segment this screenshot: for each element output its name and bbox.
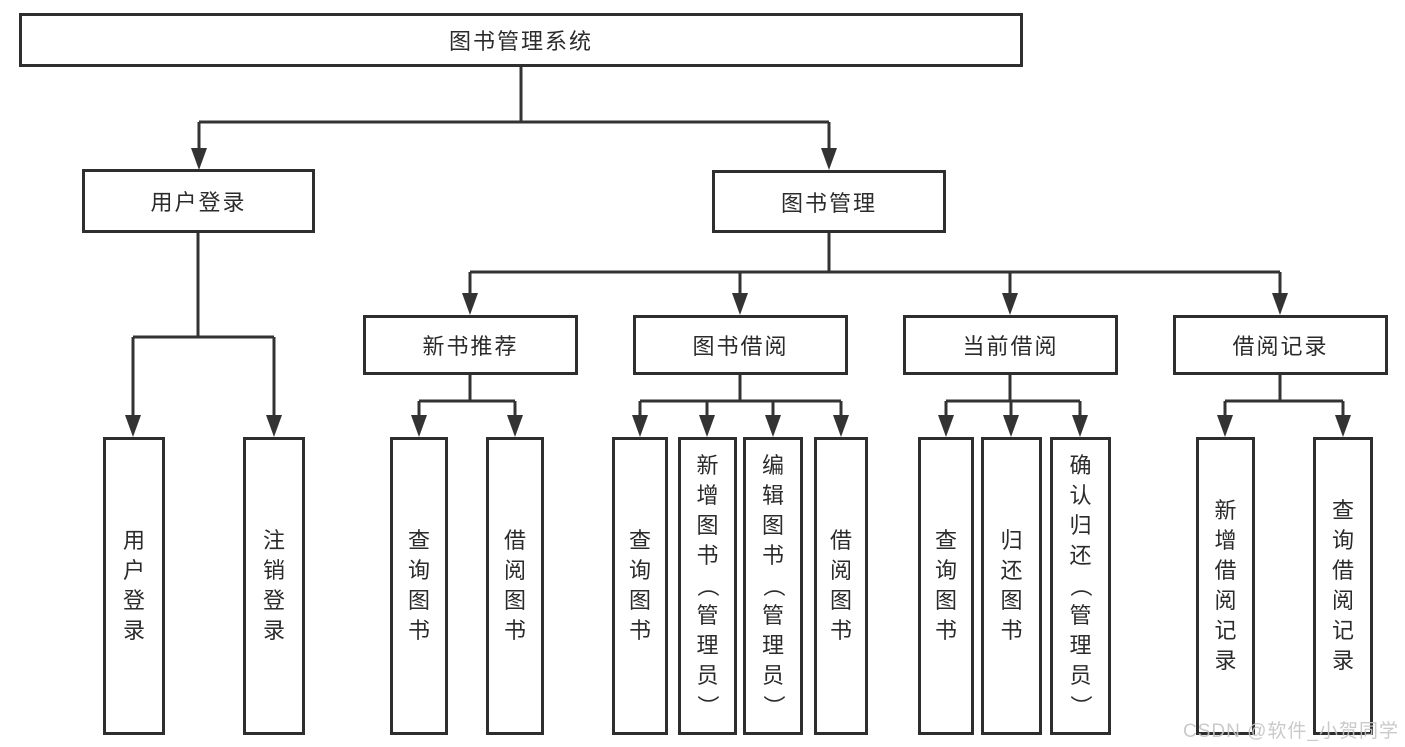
connector-user-login-children — [131, 233, 276, 416]
leaf-query-borrow-record: 查询借阅记录 — [1313, 437, 1373, 735]
node-label: 当前借阅 — [962, 334, 1059, 359]
node-new-book-recommendation: 新书推荐 — [363, 315, 578, 375]
node-label: 借阅记录 — [1232, 334, 1329, 359]
node-current-borrowing: 当前借阅 — [903, 315, 1118, 375]
leaf-confirm-return-admin: 确认归还（管理员） — [1050, 437, 1111, 735]
node-book-borrowing: 图书借阅 — [633, 315, 848, 375]
root-label: 图书管理系统 — [448, 29, 593, 54]
leaf-label: 查询图书 — [934, 528, 957, 643]
arrowheads-leaves — [125, 415, 1351, 437]
root-node: 图书管理系统 — [19, 13, 1023, 67]
connector-book-management-to-level3 — [468, 233, 1282, 294]
leaf-query-books-recommend: 查询图书 — [390, 437, 448, 735]
node-borrowing-records: 借阅记录 — [1173, 315, 1388, 375]
leaf-label: 编辑图书（管理员） — [760, 453, 786, 718]
node-label: 用户登录 — [150, 190, 247, 215]
leaf-label: 查询借阅记录 — [1331, 498, 1354, 673]
leaf-add-book-admin: 新增图书（管理员） — [678, 437, 737, 735]
node-book-management: 图书管理 — [712, 170, 946, 233]
leaf-label: 注销登录 — [262, 528, 285, 643]
leaf-label: 新增图书（管理员） — [695, 453, 721, 718]
node-user-login: 用户登录 — [82, 169, 315, 233]
leaf-label: 查询图书 — [628, 528, 651, 643]
leaf-return-books: 归还图书 — [981, 437, 1042, 735]
leaf-borrow-books-recommend: 借阅图书 — [486, 437, 544, 735]
arrowheads-level3 — [462, 293, 1288, 315]
leaf-label: 新增借阅记录 — [1214, 498, 1237, 673]
leaf-edit-book-admin: 编辑图书（管理员） — [743, 437, 803, 735]
leaf-label: 查询图书 — [407, 528, 430, 643]
leaf-query-books-borrow: 查询图书 — [612, 437, 668, 735]
connector-root-to-level2 — [197, 67, 831, 150]
leaf-label: 用户登录 — [122, 528, 145, 643]
leaf-label: 借阅图书 — [829, 528, 852, 643]
leaf-logout: 注销登录 — [243, 437, 305, 735]
leaf-label: 归还图书 — [1000, 528, 1023, 643]
arrowheads-level2 — [191, 148, 837, 170]
node-label: 图书管理 — [780, 190, 877, 216]
connector-leaf-groups — [417, 375, 1345, 416]
node-label: 新书推荐 — [422, 334, 519, 359]
leaf-label: 确认归还（管理员） — [1068, 453, 1094, 718]
node-label: 图书借阅 — [692, 334, 789, 359]
leaf-borrow-books-borrow: 借阅图书 — [814, 437, 868, 735]
leaf-query-books-current: 查询图书 — [918, 437, 974, 735]
watermark: CSDN @软件_小贺同学 — [1183, 721, 1399, 742]
leaf-label: 借阅图书 — [503, 528, 526, 643]
leaf-user-login: 用户登录 — [103, 437, 165, 735]
leaf-add-borrow-record: 新增借阅记录 — [1196, 437, 1255, 735]
